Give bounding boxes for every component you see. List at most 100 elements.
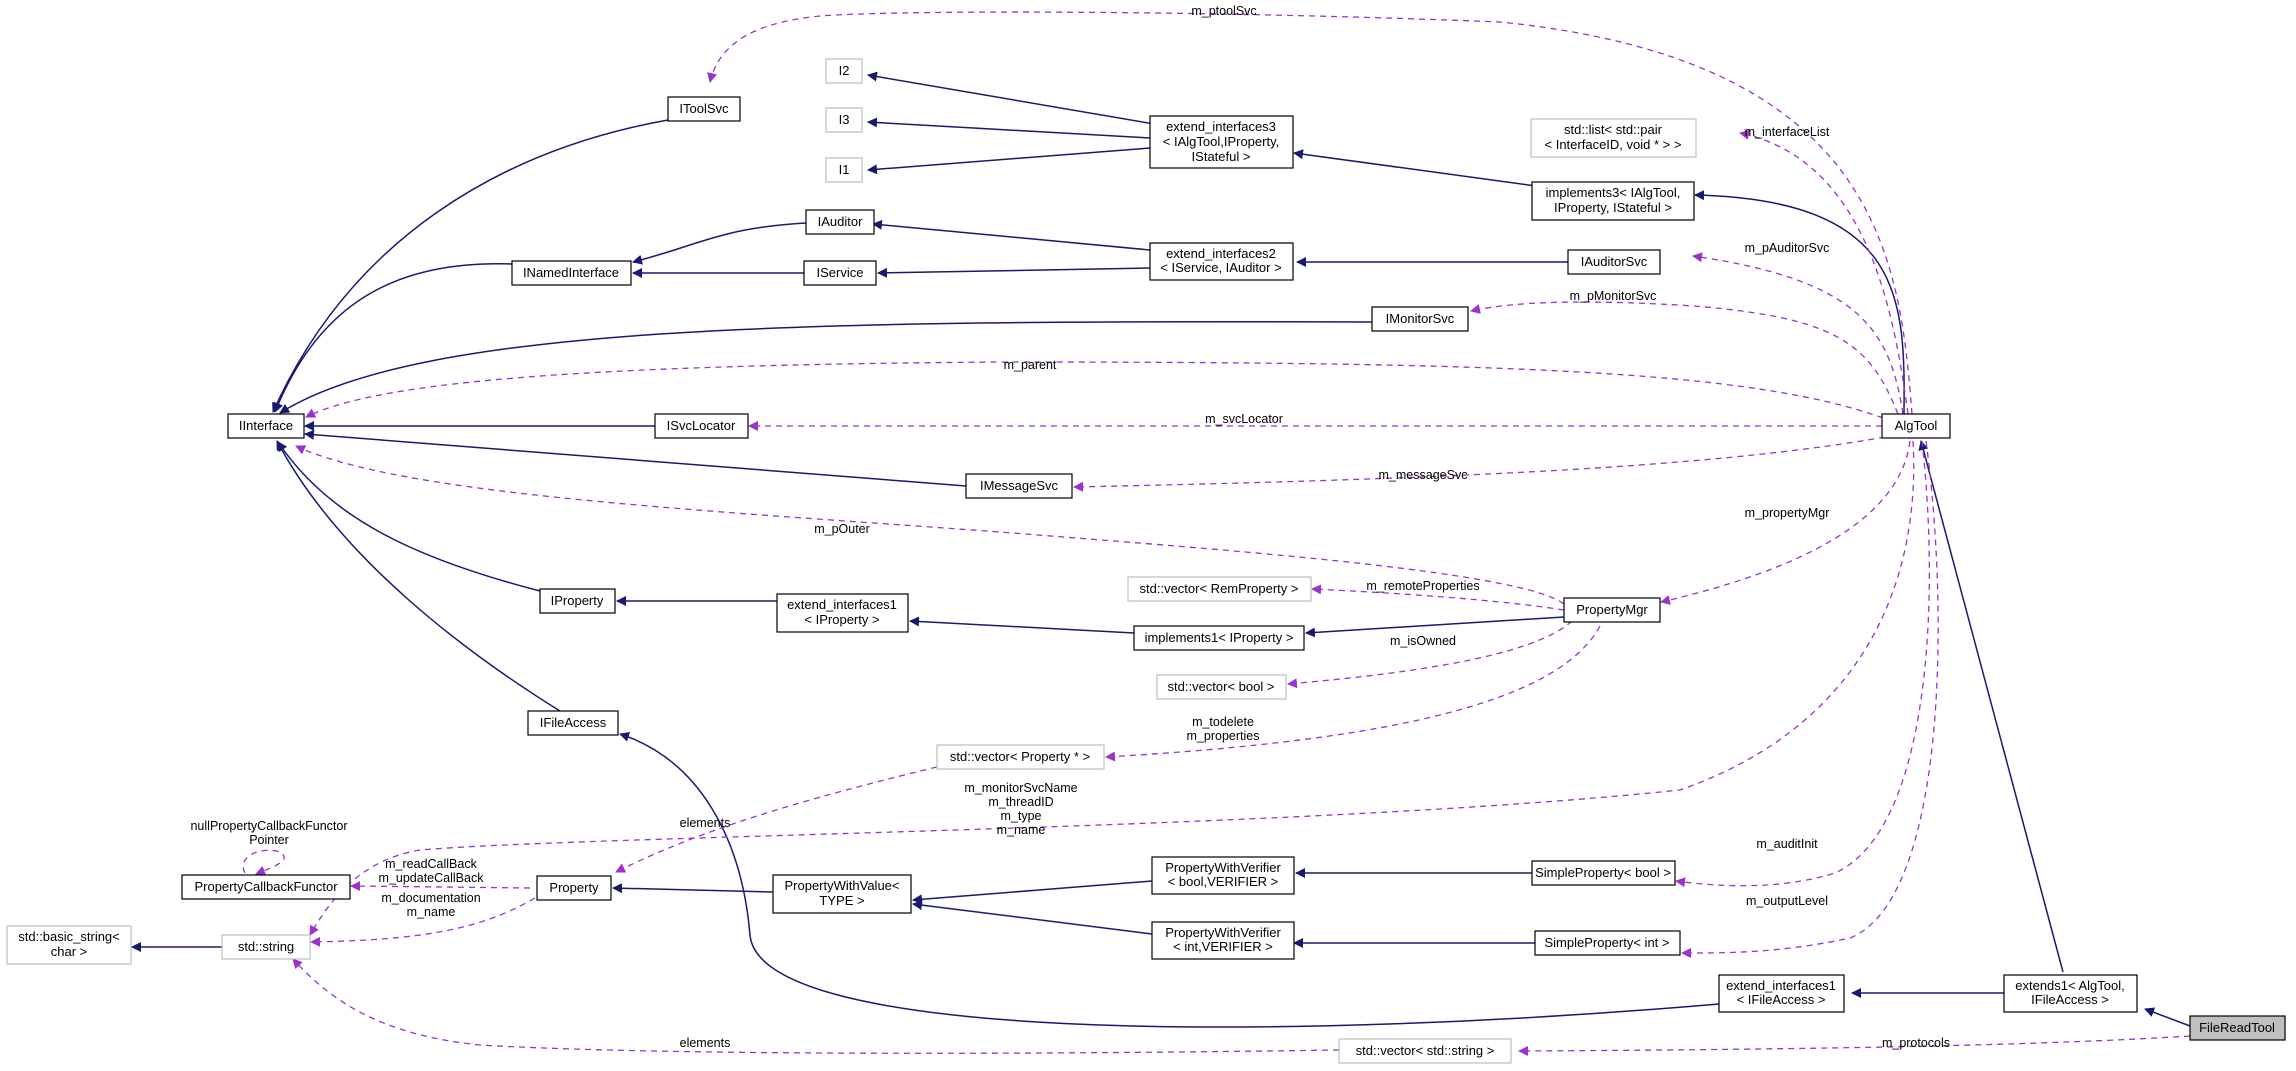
edge-extif3-i3	[867, 117, 1151, 139]
nodes: FileReadTool extends1< AlgTool, IFileAcc…	[6, 58, 2286, 1064]
node-label-line2: < IFileAccess >	[1737, 992, 1826, 1007]
edge-algtool-iinterface	[305, 361, 1884, 419]
node-label: ISvcLocator	[667, 418, 736, 433]
node-label-line2: < IAlgTool,IProperty,	[1163, 134, 1279, 149]
edge-imonitorsvc-iinterface	[279, 320, 1373, 414]
node-label: std::string	[238, 939, 294, 954]
edge-extif3-i2	[867, 71, 1161, 126]
node-extif3[interactable]: extend_interfaces3 < IAlgTool,IProperty,…	[1149, 115, 1294, 169]
node-isvclocator[interactable]: ISvcLocator	[654, 413, 749, 439]
node-imonitorsvc[interactable]: IMonitorSvc	[1371, 306, 1469, 332]
edge-labels: m_ptoolSvc m_interfaceList m_pAuditorSvc…	[190, 4, 1950, 1050]
node-ifileaccess[interactable]: IFileAccess	[527, 710, 619, 736]
edge-extif1file-ifileaccess	[619, 732, 1720, 1028]
edge-pwvint-pwv	[912, 900, 1153, 935]
node-vector-string[interactable]: std::vector< std::string >	[1338, 1038, 1512, 1064]
edge-inamed-iinterface	[273, 262, 513, 413]
node-implements1[interactable]: implements1< IProperty >	[1133, 625, 1305, 651]
node-label-line1: extends1< AlgTool,	[2015, 978, 2125, 993]
label-m-protocols: m_protocols	[1882, 1036, 1950, 1050]
node-inamedinterface[interactable]: INamedInterface	[511, 260, 632, 286]
node-label-line1: std::list< std::pair	[1564, 122, 1663, 137]
node-i1[interactable]: I1	[825, 157, 863, 183]
node-label: IAuditorSvc	[1581, 254, 1648, 269]
node-vector-bool[interactable]: std::vector< bool >	[1156, 674, 1287, 700]
node-label: std::vector< bool >	[1168, 679, 1275, 694]
node-i3[interactable]: I3	[825, 107, 863, 133]
edge-algtool-imessagesvc	[1073, 436, 1886, 492]
label-m-todelete: m_todelete	[1192, 715, 1254, 729]
edge-property-callback	[350, 881, 531, 892]
node-label-line1: extend_interfaces3	[1166, 119, 1276, 134]
node-implements3[interactable]: implements3< IAlgTool, IProperty, IState…	[1531, 181, 1695, 221]
node-label: std::vector< RemProperty >	[1140, 581, 1299, 596]
label-m-threadid: m_threadID	[988, 795, 1053, 809]
label-m-propertymgr: m_propertyMgr	[1745, 506, 1830, 520]
node-label: I1	[839, 162, 850, 177]
node-label-line2: < bool,VERIFIER >	[1168, 874, 1279, 889]
node-extif2[interactable]: extend_interfaces2 < IService, IAuditor …	[1149, 242, 1294, 281]
node-propertywithvalue[interactable]: PropertyWithValue< TYPE >	[772, 874, 912, 914]
node-label-line1: implements3< IAlgTool,	[1546, 185, 1681, 200]
edge-propertymgr-impl1	[1305, 616, 1565, 638]
edge-extif2-iauditor	[872, 219, 1151, 251]
node-pwv-bool[interactable]: PropertyWithVerifier < bool,VERIFIER >	[1151, 856, 1295, 895]
node-label: implements1< IProperty >	[1145, 630, 1294, 645]
label-m-messagesvc: m_messageSvc	[1379, 468, 1468, 482]
node-label: IAuditor	[818, 214, 863, 229]
node-label-line2: char >	[51, 944, 88, 959]
node-label: std::vector< std::string >	[1356, 1043, 1495, 1058]
node-iservice[interactable]: IService	[803, 260, 877, 286]
label-m-properties: m_properties	[1187, 729, 1260, 743]
node-label-line1: extend_interfaces1	[787, 597, 897, 612]
edge-algtool-itoolsvc	[707, 11, 1913, 415]
node-label: FileReadTool	[2199, 1020, 2275, 1035]
node-iinterface[interactable]: IInterface	[227, 413, 305, 439]
node-extif1-ifileaccess[interactable]: extend_interfaces1 < IFileAccess >	[1718, 974, 1845, 1013]
node-extif1-iproperty[interactable]: extend_interfaces1 < IProperty >	[776, 593, 909, 633]
node-label-line1: std::basic_string<	[18, 929, 120, 944]
node-vector-property[interactable]: std::vector< Property * >	[936, 744, 1105, 770]
node-imessagesvc[interactable]: IMessageSvc	[965, 473, 1073, 499]
edge-propertymgr-vecrem	[1311, 584, 1565, 611]
node-propertymgr[interactable]: PropertyMgr	[1563, 597, 1661, 623]
node-basic-string[interactable]: std::basic_string< char >	[6, 925, 132, 965]
node-propertycallbackfunctor[interactable]: PropertyCallbackFunctor	[181, 874, 351, 900]
edge-property-stdstring	[310, 897, 536, 947]
node-iproperty[interactable]: IProperty	[539, 588, 616, 614]
node-std-list[interactable]: std::list< std::pair < InterfaceID, void…	[1530, 118, 1697, 158]
label-m-pouter: m_pOuter	[814, 522, 870, 536]
edge-extif2-iservice	[877, 267, 1151, 278]
edge-algtool-iauditorsvc	[1692, 252, 1904, 415]
label-m-type: m_type	[1001, 809, 1042, 823]
node-label-line2: < int,VERIFIER >	[1173, 939, 1273, 954]
edge-filereadtool-vecstring	[1518, 1035, 2191, 1056]
node-algtool[interactable]: AlgTool	[1881, 413, 1951, 439]
node-i2[interactable]: I2	[825, 58, 863, 84]
node-property[interactable]: Property	[536, 875, 612, 901]
node-itoolsvc[interactable]: IToolSvc	[667, 96, 741, 122]
edge-propertymgr-vecprop	[1105, 625, 1601, 762]
inheritance-edges	[131, 71, 2191, 1028]
node-pwv-int[interactable]: PropertyWithVerifier < int,VERIFIER >	[1151, 921, 1295, 960]
node-simpleproperty-bool[interactable]: SimpleProperty< bool >	[1531, 860, 1676, 886]
label-m-parent: m_parent	[1004, 358, 1057, 372]
node-vector-remproperty[interactable]: std::vector< RemProperty >	[1127, 576, 1312, 602]
label-m-remoteproperties: m_remoteProperties	[1366, 579, 1479, 593]
node-label: IFileAccess	[540, 715, 607, 730]
node-label: IService	[817, 265, 864, 280]
node-iauditorsvc[interactable]: IAuditorSvc	[1567, 249, 1661, 275]
edge-callback-self	[242, 849, 285, 876]
node-extends1[interactable]: extends1< AlgTool, IFileAccess >	[2003, 974, 2138, 1013]
node-filereadtool[interactable]: FileReadTool	[2189, 1015, 2286, 1041]
node-label: IInterface	[239, 418, 293, 433]
edge-algtool-propertymgr	[1660, 440, 1911, 605]
node-label: AlgTool	[1895, 418, 1938, 433]
edge-ifileaccess-iinterface	[276, 440, 561, 712]
node-std-string[interactable]: std::string	[221, 934, 311, 960]
node-simpleproperty-int[interactable]: SimpleProperty< int >	[1534, 930, 1681, 956]
node-label-line2: IProperty, IStateful >	[1554, 200, 1672, 215]
node-iauditor[interactable]: IAuditor	[805, 209, 875, 235]
edge-propertymgr-vecbool	[1287, 620, 1573, 689]
label-m-name: m_name	[997, 823, 1046, 837]
